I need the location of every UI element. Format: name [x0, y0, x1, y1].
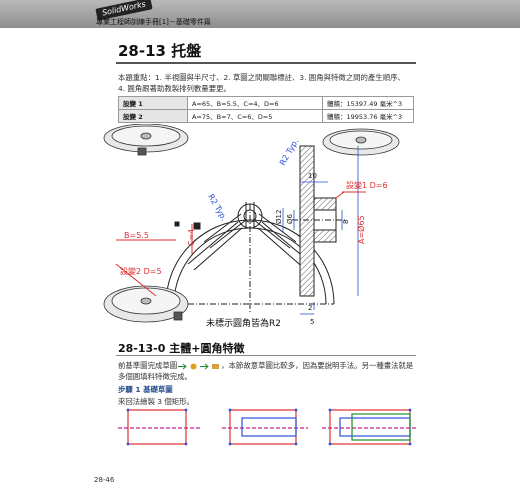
- subsection-paragraph-line-2: 多個圓填料特徵完成。: [118, 372, 192, 381]
- variant-volume: 體積：19953.76 毫米^3: [322, 109, 414, 123]
- fillet-icon: [212, 363, 220, 369]
- sketch-3: [322, 408, 418, 446]
- iso-view-top-right: [322, 128, 400, 156]
- table-row: 設變 2 A=75、B=7、C=6、D=5 體積：19953.76 毫米^3: [118, 109, 414, 123]
- sketch-2: [222, 408, 308, 446]
- subsection-title: 28-13-0 主體+圓角特徵: [118, 342, 245, 355]
- iso-view-bottom: [103, 285, 189, 323]
- dim-12: Ø12: [275, 210, 283, 224]
- step-title: 步驟 1 基礎草圖: [118, 385, 173, 394]
- dim-8: 8: [342, 220, 350, 224]
- step-sketches: [118, 408, 418, 446]
- variant-params: A=75、B=7、C=6、D=5: [187, 109, 323, 123]
- table-row: 設變 1 A=65、B=5.5、C=4、D=6 體積：15397.49 毫米^3: [118, 96, 414, 110]
- dim-10: 10: [308, 172, 317, 180]
- para-text-b: ，本節故意草圖比較多，因為要說明手法。另一種畫法就是: [221, 361, 414, 370]
- sketch-1: [118, 408, 202, 446]
- arrow-icon: [178, 363, 187, 369]
- dim-5: 5: [310, 318, 314, 326]
- variant-label: 設變 1: [118, 96, 188, 110]
- section-view: [292, 145, 346, 297]
- sketch-icon: [190, 363, 197, 369]
- section-title-rule: [116, 62, 416, 64]
- label-c: C=4: [187, 229, 196, 246]
- intro-line-2: 4. 圓角跟著助教製排列數量要更。: [118, 84, 231, 93]
- label-r2: R2 Typ.: [206, 193, 228, 223]
- label-r2-b: R2 Typ.: [278, 137, 300, 167]
- variant-label: 設變 2: [118, 109, 188, 123]
- page-number: 28-46: [94, 476, 115, 484]
- para-text-a: 前基準圖完成草圖: [118, 361, 178, 370]
- tray-drawing: R2 Typ. R2 Typ. B=5.5 C=4 設變1 D=6 設變2 D=…: [103, 124, 400, 329]
- label-b: B=5.5: [124, 231, 149, 240]
- iso-view-top: [103, 124, 189, 156]
- variant-params: A=65、B=5.5、C=4、D=6: [187, 96, 323, 110]
- page-header-bar: [0, 0, 520, 28]
- dim-a: A=Ø65: [356, 215, 366, 244]
- section-title: 28-13 托盤: [118, 42, 202, 60]
- variants-table: 設變 1 A=65、B=5.5、C=4、D=6 體積：15397.49 毫米^3…: [118, 96, 414, 123]
- label-var2: 設變2 D=5: [120, 266, 162, 276]
- dim-2: 2: [308, 304, 312, 312]
- wheel-half-view: [165, 202, 335, 314]
- step-text: 來回法繪製 3 個矩形。: [118, 397, 194, 406]
- figure-note: 未標示圓角皆為R2: [206, 317, 281, 329]
- header-subtitle: 專業工程師訓練手冊[1]－基礎零件篇: [96, 18, 211, 26]
- subsection-paragraph-line-1: 前基準圖完成草圖 ，本節故意草圖比較多，因為要說明手法。另一種畫法就是: [118, 360, 428, 371]
- dim-6: Ø6: [286, 213, 294, 224]
- intro-line-1: 本題重點：1. 半視圖與半尺寸、2. 草圖之間關聯標註、3. 圓角與特徵之間的產…: [118, 73, 405, 82]
- variant-volume: 體積：15397.49 毫米^3: [322, 96, 414, 110]
- label-var1: 設變1 D=6: [346, 180, 388, 190]
- arrow-icon: [200, 363, 209, 369]
- subsection-rule: [116, 355, 416, 356]
